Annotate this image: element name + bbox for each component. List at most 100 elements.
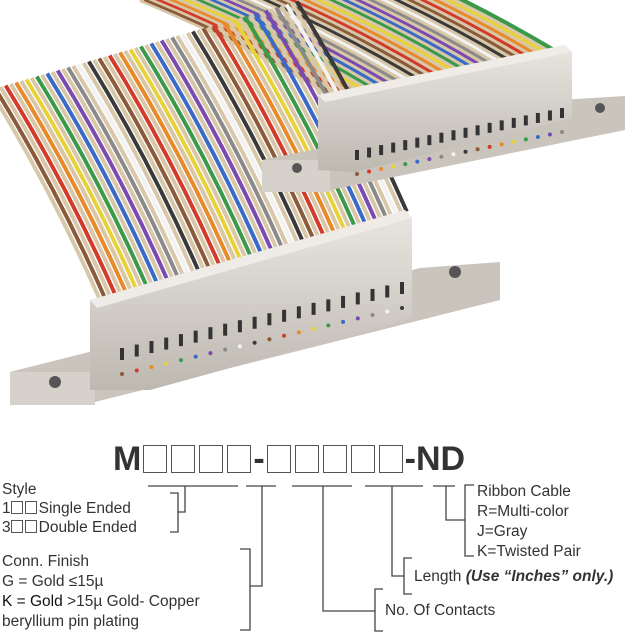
contact-pin xyxy=(120,372,124,376)
wire xyxy=(227,19,342,232)
wire xyxy=(102,55,217,268)
contact-slot xyxy=(223,323,228,336)
contact-slot xyxy=(487,122,492,133)
finish-option-k-note: beryllium pin plating xyxy=(2,613,139,630)
contact-slot xyxy=(326,299,331,312)
wire xyxy=(149,42,264,255)
contact-pin xyxy=(535,134,540,139)
contact-pin xyxy=(451,152,456,157)
wire xyxy=(66,66,180,279)
wire xyxy=(315,0,456,73)
wire xyxy=(302,0,447,75)
wire xyxy=(217,22,331,235)
contact-slot xyxy=(311,302,316,315)
contact-pin xyxy=(403,162,408,167)
wire xyxy=(9,82,123,295)
contact-slot xyxy=(367,147,372,158)
contact-pin xyxy=(208,351,213,356)
wire xyxy=(222,21,336,234)
wire xyxy=(282,0,433,77)
contact-pin xyxy=(223,347,228,352)
wire xyxy=(92,58,206,271)
contact-pin xyxy=(311,326,316,331)
contact-slot xyxy=(427,135,432,146)
contact-pin xyxy=(400,306,404,310)
wire xyxy=(243,15,357,228)
contacts-label: No. Of Contacts xyxy=(385,602,496,619)
wire xyxy=(128,48,243,261)
wire xyxy=(0,85,113,298)
wire xyxy=(406,0,520,60)
wire xyxy=(55,69,170,282)
contact-pin xyxy=(463,149,468,154)
wire xyxy=(367,0,493,66)
wire xyxy=(400,0,516,61)
wire xyxy=(321,0,460,72)
wire xyxy=(87,60,201,273)
part-slot-group-1 xyxy=(141,440,253,478)
contact-pin xyxy=(370,312,375,317)
length-note: (Use “Inches” only.) xyxy=(465,568,614,585)
contact-pin xyxy=(475,147,480,152)
wire xyxy=(24,78,139,291)
wire xyxy=(107,54,222,267)
wire xyxy=(295,0,442,76)
wire xyxy=(206,25,321,238)
part-slot-box xyxy=(199,445,224,473)
contact-pin xyxy=(164,361,169,366)
contact-pin xyxy=(385,309,390,314)
contact-pin xyxy=(560,130,564,134)
contact-pin xyxy=(341,319,346,324)
wire xyxy=(196,28,310,241)
finish-title: Conn. Finish xyxy=(2,553,90,570)
wire xyxy=(144,43,258,256)
wire xyxy=(170,36,284,249)
wire xyxy=(71,64,186,277)
contact-slot xyxy=(193,330,198,343)
cable-option-gray: J=Gray xyxy=(477,523,528,540)
connector-lower xyxy=(10,210,500,405)
contact-pin xyxy=(379,167,384,172)
contact-slot xyxy=(237,320,242,333)
wire xyxy=(202,0,378,88)
wire xyxy=(191,30,305,243)
part-suffix: -ND xyxy=(404,440,466,478)
part-slot-box xyxy=(350,445,375,473)
contact-slot xyxy=(499,120,504,131)
contact-pin xyxy=(355,172,359,176)
wire xyxy=(50,70,165,283)
wire xyxy=(161,0,350,94)
wire xyxy=(445,0,548,55)
wire xyxy=(458,0,557,53)
wire xyxy=(154,40,269,253)
contact-pin xyxy=(415,159,420,164)
contact-slot xyxy=(355,150,359,160)
wire xyxy=(413,0,525,59)
wire xyxy=(432,0,539,57)
contact-slot xyxy=(439,132,444,143)
contact-slot xyxy=(341,295,346,308)
wire xyxy=(97,57,212,270)
wire xyxy=(361,0,488,67)
part-slot-box xyxy=(266,445,291,473)
contact-pin xyxy=(391,164,396,169)
contact-slot xyxy=(267,313,272,326)
wire xyxy=(201,27,316,240)
wire xyxy=(159,39,274,252)
part-slot-box xyxy=(294,445,319,473)
wire xyxy=(249,0,410,82)
contact-slot xyxy=(134,344,139,357)
wire xyxy=(255,0,414,81)
wire xyxy=(209,0,382,87)
contact-pin xyxy=(252,340,257,345)
contact-slot xyxy=(560,108,564,118)
contact-slot xyxy=(252,316,257,329)
contact-pin xyxy=(193,354,198,359)
wire xyxy=(308,0,451,74)
contact-pin xyxy=(487,144,492,149)
length-label: Length (Use “Inches” only.) xyxy=(414,568,614,585)
wire xyxy=(387,0,506,63)
wire xyxy=(438,0,543,56)
